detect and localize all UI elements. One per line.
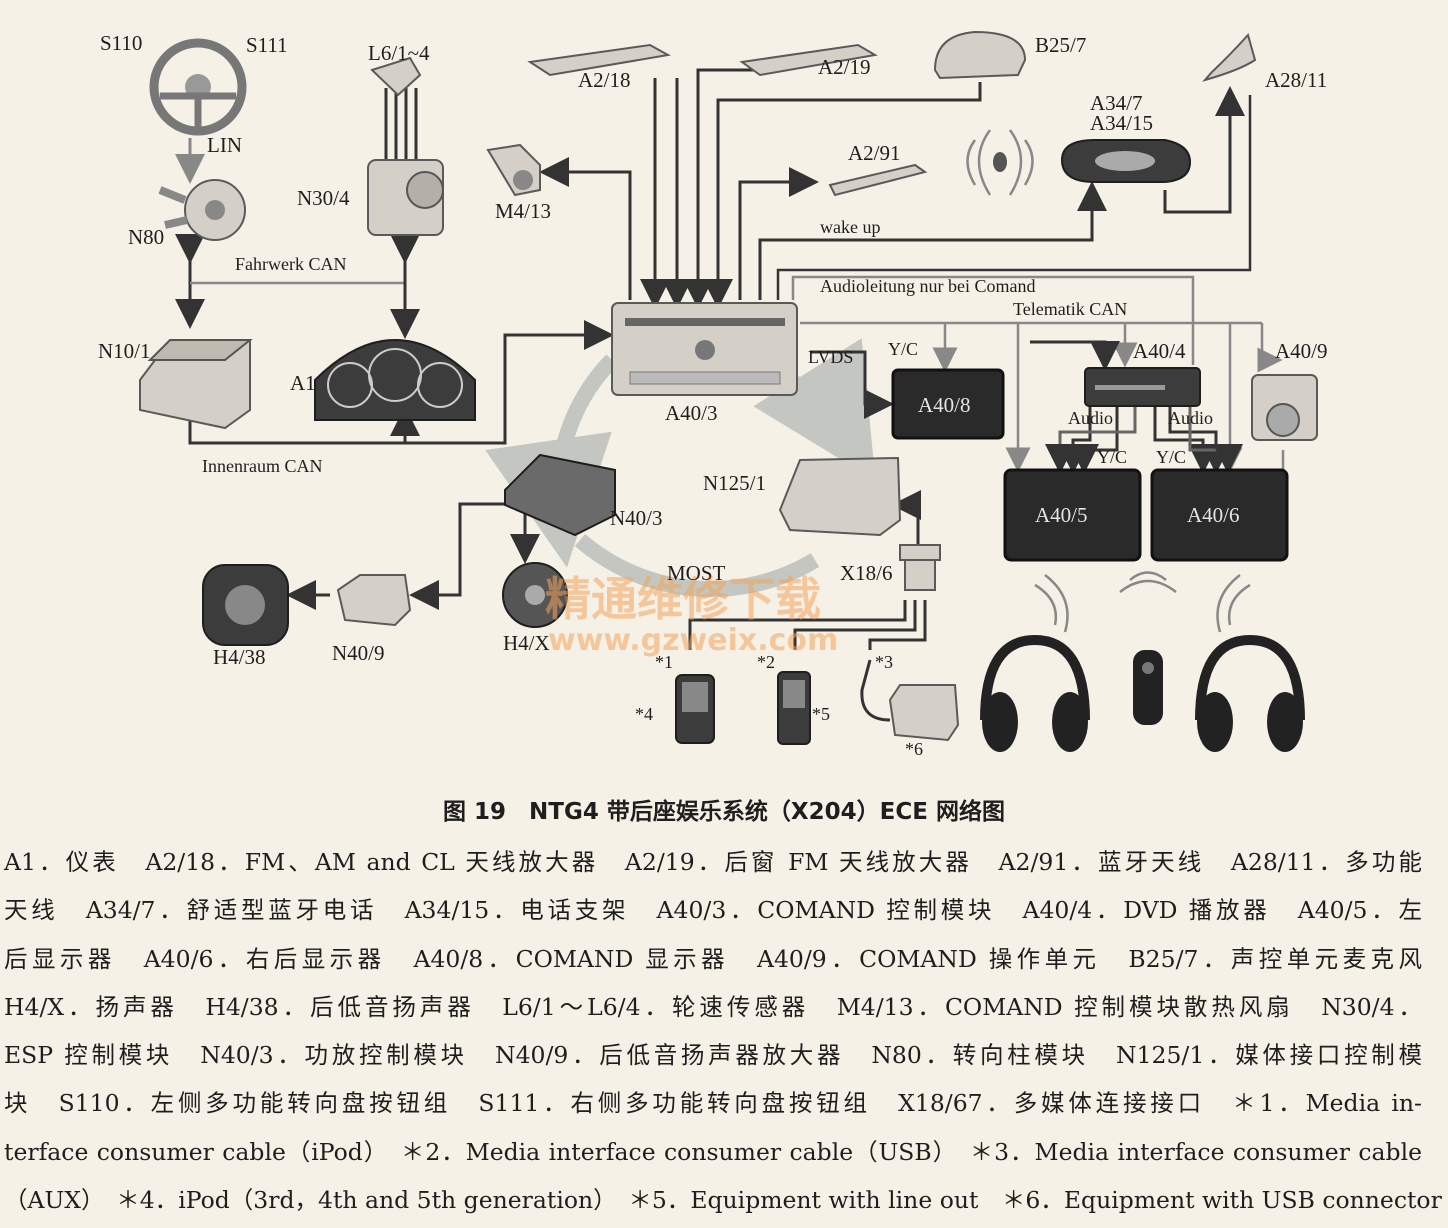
watermark-url: www.gzweix.com: [548, 623, 838, 658]
n30-4-esp-module-icon: [367, 159, 444, 236]
label-a34-15: A34/15: [1090, 111, 1153, 135]
label-n40-3: N40/3: [610, 506, 663, 530]
m4-13-fan-icon: [486, 143, 541, 197]
legend-line: H4/X．扬声器 H4/38．后低音扬声器 L6/1～L6/4．轮速传感器 M4…: [4, 992, 1422, 1021]
legend-line: 天线 A34/7．舒适型蓝牙电话 A34/15．电话支架 A40/3．COMAN…: [4, 896, 1422, 925]
label-n10-1: N10/1: [98, 339, 151, 363]
label-a40-3: A40/3: [665, 401, 718, 425]
label-telematik-can: Telematik CAN: [1013, 299, 1127, 319]
a1-instrument-cluster-icon: [314, 339, 476, 421]
label-star1: *1: [655, 652, 673, 672]
bluetooth-waves-icon: [966, 129, 1034, 196]
headphones-right-icon: [1195, 634, 1305, 752]
label-star6: *6: [905, 739, 923, 759]
label-a40-4: A40/4: [1133, 339, 1186, 363]
label-n40-9: N40/9: [332, 641, 385, 665]
aux-cable-icon: [860, 659, 891, 722]
n40-3-amplifier-icon: [504, 453, 616, 537]
n10-1-module-icon: [139, 339, 253, 430]
a40-6-rear-right-display-icon: [1150, 468, 1289, 562]
label-lvds: LVDS: [808, 347, 853, 367]
label-audio-left: Audio: [1068, 408, 1113, 428]
a2-91-bluetooth-antenna-icon: [828, 163, 928, 197]
n125-1-media-interface-icon: [778, 456, 902, 537]
label-n30-4: N30/4: [297, 186, 350, 210]
legend-line: 后显示器 A40/6．右后显示器 A40/8．COMAND 显示器 A40/9．…: [4, 944, 1422, 973]
label-n125-1: N125/1: [703, 471, 766, 495]
h4-38-subwoofer-icon: [202, 564, 289, 646]
label-l6: L6/1~4: [368, 41, 430, 65]
label-a40-8: A40/8: [918, 393, 971, 417]
usb-device-icon: [888, 684, 960, 742]
label-s111: S111: [246, 33, 288, 57]
label-star4: *4: [635, 704, 653, 724]
label-a2-19: A2/19: [818, 55, 871, 79]
label-star5: *5: [812, 704, 830, 724]
a40-4-dvd-player-icon: [1084, 367, 1201, 407]
a40-9-control-unit-icon: [1251, 374, 1318, 441]
l6-sensor-icon: [370, 56, 422, 97]
a40-8-comand-display-icon: [891, 368, 1005, 440]
label-yc-left: Y/C: [1097, 447, 1127, 467]
label-a28-11: A28/11: [1265, 68, 1327, 92]
legend-line: 块 S110．左侧多功能转向盘按钮组 S111．右侧多功能转向盘按钮组 X18/…: [4, 1089, 1422, 1118]
a28-11-antenna-icon: [1202, 32, 1257, 82]
label-a40-9: A40/9: [1275, 339, 1328, 363]
ir-waves-icon: [1034, 571, 1251, 633]
ipod-icon: [675, 674, 715, 744]
label-fahrwerk-can: Fahrwerk CAN: [235, 254, 346, 274]
x18-6-connector-icon: [899, 544, 941, 591]
label-yc-a: Y/C: [888, 339, 918, 359]
b25-7-microphone-icon: [933, 30, 1027, 80]
a40-3-comand-head-unit-icon: [611, 302, 798, 396]
a2-18-antenna-amp-icon: [527, 43, 671, 77]
steering-wheel-icon: [149, 38, 247, 136]
n80-module-icon: [158, 179, 246, 241]
label-star3: *3: [875, 652, 893, 672]
label-h4-x: H4/X: [503, 631, 550, 655]
remote-control-icon: [1133, 650, 1163, 725]
a40-5-rear-left-display-icon: [1003, 468, 1142, 562]
headphones-left-icon: [980, 634, 1090, 752]
wiring: [175, 68, 1285, 650]
label-h4-38: H4/38: [213, 645, 266, 669]
label-m4-13: M4/13: [495, 199, 551, 223]
a2-19-antenna-amp-icon: [739, 43, 878, 77]
label-star2: *2: [757, 652, 775, 672]
a34-phone-cradle-icon: [1060, 139, 1192, 183]
label-a34-7: A34/7: [1090, 91, 1143, 115]
label-innenraum-can: Innenraum CAN: [202, 456, 322, 476]
label-lin: LIN: [207, 133, 242, 157]
network-diagram: 精通维修下载 www.gzweix.com S110 S111 LIN N80 …: [98, 30, 1328, 759]
label-audio-right: Audio: [1168, 408, 1213, 428]
label-a40-5: A40/5: [1035, 503, 1088, 527]
legend-line: terface consumer cable（iPod） ＊2．Media in…: [4, 1137, 1422, 1166]
label-audioleitung: Audioleitung nur bei Comand: [820, 276, 1035, 296]
label-n80: N80: [128, 225, 164, 249]
usb-player-icon: [777, 671, 811, 745]
watermark-cn: 精通维修下载: [545, 572, 821, 626]
legend-text: A1．仪表 A2/18．FM、AM and CL 天线放大器 A2/19．后窗 …: [4, 838, 1442, 1224]
legend-line: ESP 控制模块 N40/3．功放控制模块 N40/9．后低音扬声器放大器 N8…: [4, 1041, 1422, 1070]
label-s110: S110: [100, 31, 142, 55]
label-a1: A1: [290, 371, 316, 395]
label-x18-6: X18/6: [840, 561, 893, 585]
h4-x-speaker-icon: [502, 562, 568, 628]
legend-line: （AUX） ＊4．iPod（3rd，4th and 5th generation…: [4, 1186, 1442, 1215]
label-a40-6: A40/6: [1187, 503, 1240, 527]
label-b25-7: B25/7: [1035, 33, 1086, 57]
label-yc-right: Y/C: [1156, 447, 1186, 467]
label-a2-18: A2/18: [578, 68, 631, 92]
legend-line: A1．仪表 A2/18．FM、AM and CL 天线放大器 A2/19．后窗 …: [4, 848, 1422, 876]
figure-caption: 图 19 NTG4 带后座娱乐系统（X204）ECE 网络图: [443, 799, 1005, 825]
n40-9-subwoofer-amp-icon: [336, 574, 412, 627]
label-most: MOST: [667, 561, 726, 585]
label-wake-up: wake up: [820, 217, 880, 237]
label-a2-91: A2/91: [848, 141, 901, 165]
